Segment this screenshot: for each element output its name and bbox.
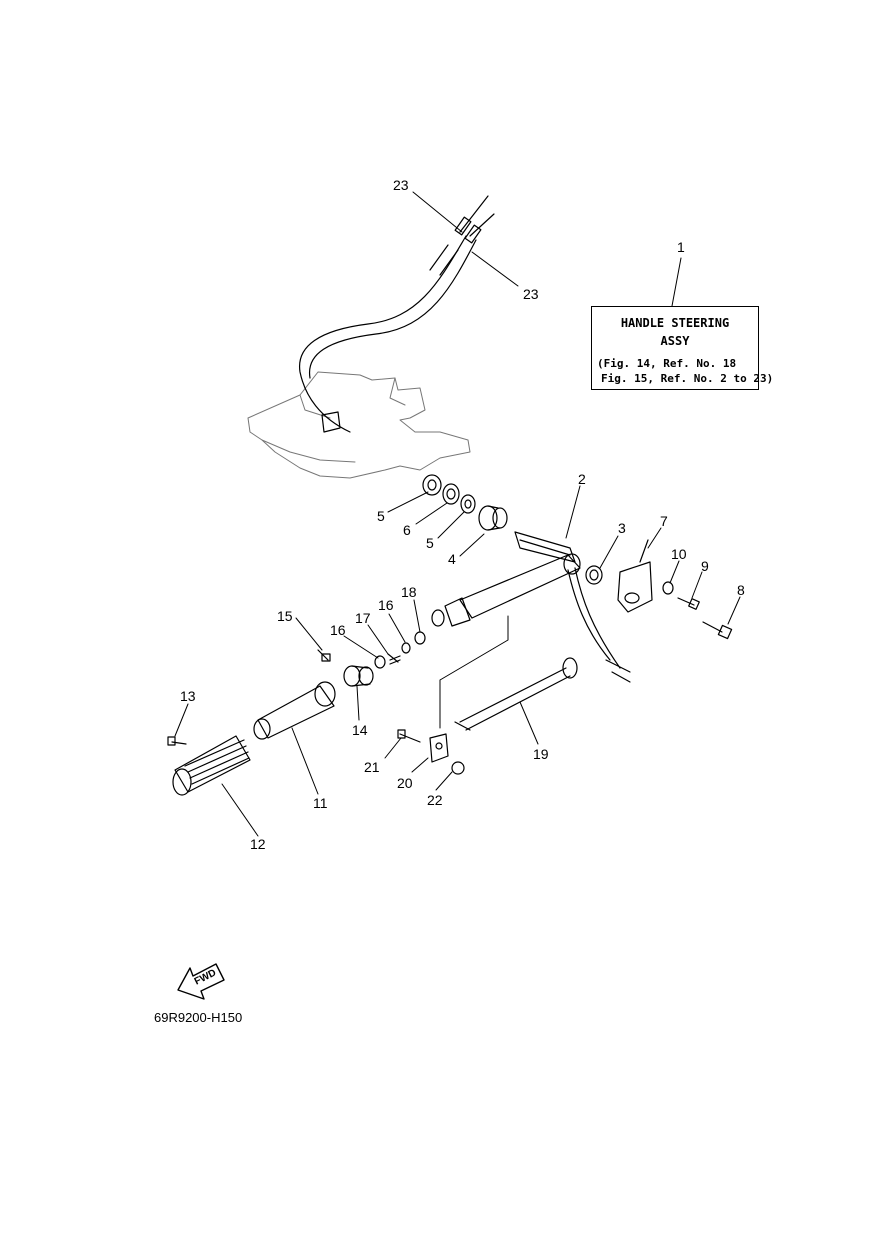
assy-ref-line1: (Fig. 14, Ref. No. 18 xyxy=(597,357,737,370)
grip-sleeve-11 xyxy=(253,681,336,740)
callout-9: 9 xyxy=(701,558,709,574)
callout-5-first: 5 xyxy=(377,508,385,524)
callout-19: 19 xyxy=(533,746,549,762)
bolt-21 xyxy=(397,729,421,743)
callout-11: 11 xyxy=(313,795,328,811)
washer-10 xyxy=(662,581,674,595)
callout-18: 18 xyxy=(401,584,417,600)
assy-title-line1: HANDLE STEERING xyxy=(620,316,730,330)
callout-22: 22 xyxy=(427,792,443,808)
washer-16a xyxy=(374,655,386,669)
callout-15: 15 xyxy=(277,608,293,624)
callout-23-bottom: 23 xyxy=(523,286,539,302)
callout-4: 4 xyxy=(448,551,456,567)
screw-15 xyxy=(317,649,331,662)
assembly-ref-line xyxy=(439,615,509,729)
throttle-grip-12 xyxy=(172,735,251,796)
collar-14 xyxy=(343,665,374,687)
callout-13: 13 xyxy=(180,688,196,704)
bushing-4 xyxy=(478,505,508,531)
throttle-rod-19 xyxy=(454,657,578,731)
leader-lines xyxy=(174,191,741,837)
plug-18 xyxy=(414,631,426,645)
clamp-20 xyxy=(429,733,449,763)
steering-cable-assembly xyxy=(299,195,495,433)
callout-3: 3 xyxy=(618,520,626,536)
callout-2: 2 xyxy=(578,471,586,487)
callout-14: 14 xyxy=(352,722,368,738)
callout-1: 1 xyxy=(677,239,685,255)
washer-16b xyxy=(401,642,411,654)
nut-22 xyxy=(451,761,465,775)
callout-20: 20 xyxy=(397,775,413,791)
assy-ref-line2: Fig. 15, Ref. No. 2 to 23) xyxy=(601,372,774,385)
fwd-arrow-icon xyxy=(177,963,225,1000)
callout-16-right: 16 xyxy=(378,597,394,613)
assy-title-line2: ASSY xyxy=(660,334,690,348)
callout-16-left: 16 xyxy=(330,622,346,638)
bolt-8 xyxy=(702,621,733,640)
steering-handle-shaft xyxy=(431,531,631,683)
callout-12: 12 xyxy=(250,836,266,852)
callout-6: 6 xyxy=(403,522,411,538)
washer-6 xyxy=(442,483,460,505)
handle-steering-assy-box: HANDLE STEERING ASSY (Fig. 14, Ref. No. … xyxy=(591,306,773,390)
callout-17: 17 xyxy=(355,610,371,626)
callout-21: 21 xyxy=(364,759,380,775)
washer-5a xyxy=(422,474,442,496)
spring-17 xyxy=(387,653,401,665)
callout-7: 7 xyxy=(660,513,668,529)
bushing-3 xyxy=(585,565,603,585)
callout-10: 10 xyxy=(671,546,687,562)
engine-outline xyxy=(247,371,471,479)
callout-5-second: 5 xyxy=(426,535,434,551)
bolt-9 xyxy=(677,597,700,610)
bracket-7 xyxy=(617,539,653,613)
washer-5b xyxy=(460,494,476,514)
callout-8: 8 xyxy=(737,582,745,598)
bolt-13 xyxy=(167,736,187,746)
callout-23-top: 23 xyxy=(393,177,409,193)
diagram-code: 69R9200-H150 xyxy=(154,1010,243,1025)
